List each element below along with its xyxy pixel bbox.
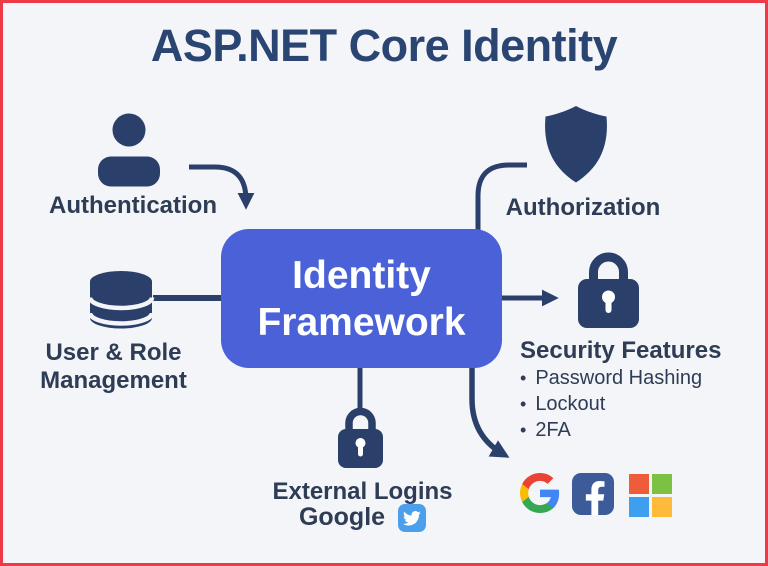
authorization-label: Authorization: [505, 194, 661, 221]
shield-icon: [545, 106, 607, 183]
security-features-list: • Password Hashing • Lockout • 2FA: [520, 365, 750, 443]
authentication-label: Authentication: [49, 192, 217, 219]
external-padlock-icon: [338, 407, 383, 468]
framework-to-authorization-connector: [475, 162, 527, 230]
list-item: • Lockout: [520, 391, 750, 417]
security-padlock-icon: [578, 252, 639, 328]
list-item: • 2FA: [520, 417, 750, 443]
icon-layer: [87, 106, 639, 468]
identity-framework-box: Identity Framework: [221, 229, 502, 368]
facebook-icon: [572, 473, 614, 515]
security-bullet-2fa: 2FA: [535, 419, 571, 441]
bullet-dot: •: [520, 394, 527, 414]
bullet-dot: •: [520, 420, 527, 440]
person-icon: [98, 113, 160, 187]
connector-layer: [153, 162, 559, 458]
external-providers-row: Google: [255, 503, 470, 532]
authentication-to-framework-arrow: [189, 164, 255, 210]
user-role-management-label: User & Role Management: [40, 339, 187, 394]
microsoft-icon: [629, 474, 672, 517]
bullet-dot: •: [520, 368, 527, 388]
identity-framework-line2: Framework: [257, 300, 466, 344]
identity-framework-line1: Identity: [292, 253, 431, 297]
security-bullet-password-hashing: Password Hashing: [535, 367, 703, 389]
security-bullet-lockout: Lockout: [535, 393, 606, 415]
google-icon: [520, 473, 560, 513]
google-provider-label: Google: [298, 503, 386, 531]
list-item: • Password Hashing: [520, 365, 750, 391]
page-title: ASP.NET Core Identity: [150, 20, 618, 71]
framework-to-providers-arrow: [469, 366, 510, 458]
security-features-label: Security Features: [520, 337, 722, 364]
external-logins-label: External Logins: [272, 478, 453, 505]
twitter-icon: [398, 503, 427, 532]
database-icon: [87, 271, 155, 329]
